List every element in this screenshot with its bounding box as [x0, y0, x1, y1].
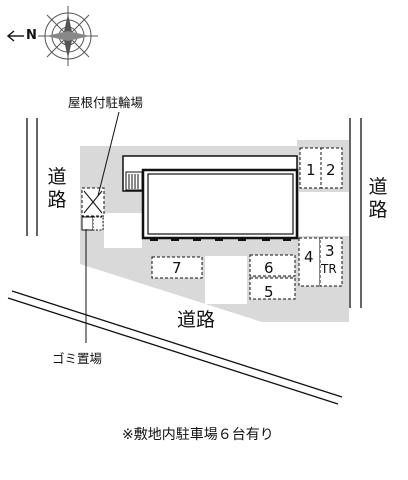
parking-spot-2: 2 — [326, 161, 336, 179]
road-edge-bottom-2 — [7, 297, 339, 405]
parking-note: ※敷地内駐車場６台有り — [122, 427, 274, 443]
bicycle-parking-label: 屋根付駐輪場 — [68, 95, 144, 110]
parking-spot-1: 1 — [306, 161, 316, 179]
parking-spot-7: 7 — [172, 259, 182, 277]
walkway-left — [104, 213, 142, 248]
bicycle-leader — [97, 111, 120, 197]
building-inner — [147, 173, 294, 235]
north-arrow-icon — [6, 30, 24, 42]
garbage-area — [81, 216, 104, 231]
road-label-right: 道路 — [368, 176, 388, 221]
parking-spot-6: 6 — [264, 259, 274, 277]
road-edge-bottom-1 — [11, 290, 343, 398]
compass-north-letter: N — [26, 28, 37, 43]
parking-spot-4: 4 — [304, 248, 314, 266]
stairs — [125, 171, 143, 191]
parking-stalls — [151, 147, 343, 300]
balcony-ticks — [150, 238, 291, 241]
compass-icon — [38, 6, 98, 66]
driveway-right — [299, 192, 349, 236]
road-label-left: 道路 — [47, 166, 67, 211]
bicycle-parking — [81, 187, 105, 217]
transformer-label: TR — [321, 262, 337, 276]
driveway-bottom — [205, 256, 247, 304]
parking-spot-5: 5 — [264, 283, 274, 301]
building — [141, 168, 299, 240]
road-label-bottom: 道路 — [177, 309, 216, 331]
garbage-label: ゴミ置場 — [52, 351, 103, 366]
parking-spot-3: 3 — [325, 242, 335, 260]
